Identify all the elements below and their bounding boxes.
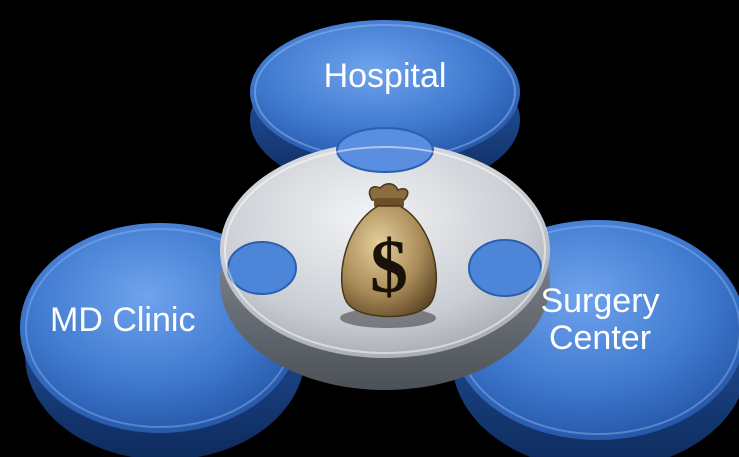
dollar-sign: $ [370, 225, 408, 309]
surgery-center-label: Surgery Center [505, 283, 695, 356]
surgery-center-label-line1: Surgery [540, 282, 660, 320]
md-clinic-label: MD Clinic [50, 301, 196, 339]
surgery-center-label-line2: Center [548, 318, 652, 357]
money-bag-icon: $ [340, 183, 438, 328]
hospital-label: Hospital [323, 57, 447, 95]
